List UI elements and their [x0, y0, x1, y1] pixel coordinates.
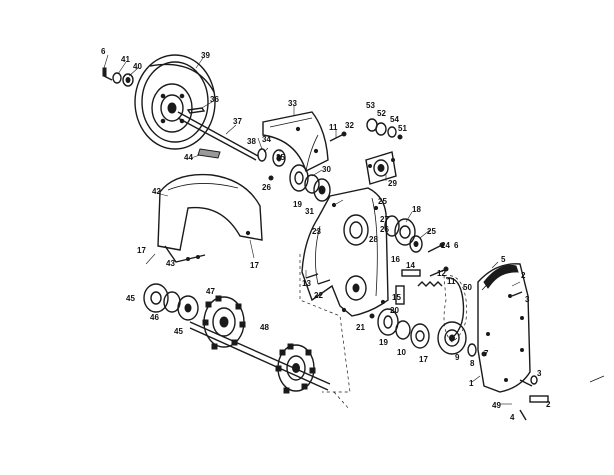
lower-sprocket: [437, 321, 467, 355]
label-28: 28: [369, 235, 378, 244]
label-36: 36: [210, 95, 219, 104]
label-20: 20: [390, 306, 399, 315]
lower-shaft-parts: [369, 308, 430, 349]
label-30: 30: [322, 165, 331, 174]
label-5: 5: [501, 255, 506, 264]
sprocket-hardware: [467, 343, 487, 357]
label-11-right: 11: [447, 277, 456, 286]
label-8: 8: [470, 359, 475, 368]
bearing-stack: [268, 164, 331, 202]
label-25-lower: 25: [427, 227, 436, 236]
label-18: 18: [412, 205, 421, 214]
label-49: 49: [492, 401, 501, 410]
lower-right-bolt: [519, 375, 605, 421]
label-11-top: 11: [329, 123, 338, 132]
label-21: 21: [356, 323, 365, 332]
label-4: 4: [510, 413, 515, 422]
front-drive-sprocket: [202, 295, 246, 350]
bearing-housing: [365, 151, 397, 185]
label-12: 12: [437, 269, 446, 278]
label-26-upper: 26: [262, 183, 271, 192]
label-26-lower: 26: [380, 225, 389, 234]
label-50: 50: [463, 283, 472, 292]
label-32: 32: [345, 121, 354, 130]
chaincase-cover: [477, 263, 531, 393]
belt-guard: [157, 173, 263, 251]
label-54: 54: [390, 115, 399, 124]
label-45-upper: 45: [126, 294, 135, 303]
label-10: 10: [397, 348, 406, 357]
flywheel-bolt-and-washers: [102, 67, 134, 87]
label-34: 34: [262, 135, 271, 144]
label-16: 16: [391, 255, 400, 264]
guard-bracket: [164, 245, 206, 263]
drive-shaft: [177, 107, 259, 161]
label-15: 15: [392, 293, 401, 302]
flywheel: [134, 54, 216, 150]
label-17-guard: 17: [250, 261, 259, 270]
label-53: 53: [366, 101, 375, 110]
label-29: 29: [388, 179, 397, 188]
upper-right-washers: [366, 118, 403, 140]
label-44: 44: [184, 153, 193, 162]
shield-cover: [262, 111, 329, 172]
label-3-upper: 3: [525, 295, 530, 304]
label-24: 24: [441, 241, 450, 250]
label-41: 41: [121, 55, 130, 64]
label-43: 43: [166, 259, 175, 268]
cover-bolts: [511, 291, 538, 387]
label-51: 51: [398, 124, 407, 133]
label-25-upper: 25: [378, 197, 387, 206]
drive-axle: [189, 321, 331, 391]
label-6: 6: [101, 47, 106, 56]
top-bolts: [329, 131, 347, 142]
left-bearing-flange: [143, 283, 199, 321]
label-31: 31: [305, 207, 314, 216]
label-9: 9: [455, 353, 460, 362]
label-35: 35: [276, 153, 285, 162]
rear-drive-sprocket: [275, 343, 316, 394]
label-7: 7: [484, 349, 489, 358]
label-23: 23: [312, 227, 321, 236]
leader-lines: [103, 54, 521, 405]
label-46: 46: [150, 313, 159, 322]
label-17-left: 17: [137, 246, 146, 255]
label-33: 33: [288, 99, 297, 108]
assembly-guide-lines: [299, 254, 351, 411]
label-40: 40: [133, 62, 142, 71]
label-14: 14: [406, 261, 415, 270]
label-27: 27: [380, 215, 389, 224]
label-42: 42: [152, 187, 161, 196]
part-labels: 6 41 40 39 36 37 33 11 32 53 52 54 51 38…: [101, 47, 551, 422]
label-1: 1: [469, 379, 474, 388]
label-19-lower: 19: [379, 338, 388, 347]
label-22: 22: [314, 291, 323, 300]
label-17-lower: 17: [419, 355, 428, 364]
label-2-upper: 2: [521, 271, 526, 280]
label-19-upper: 19: [293, 200, 302, 209]
label-48: 48: [260, 323, 269, 332]
housing-bearings: [384, 215, 445, 253]
label-52: 52: [377, 109, 386, 118]
label-2-lower: 2: [546, 400, 551, 409]
label-3-lower: 3: [537, 369, 542, 378]
label-38: 38: [247, 137, 256, 146]
label-47: 47: [206, 287, 215, 296]
label-13: 13: [302, 279, 311, 288]
chaincase-housing: [301, 187, 389, 317]
label-6-right: 6: [454, 241, 459, 250]
drive-chain: [443, 275, 468, 343]
label-37: 37: [233, 117, 242, 126]
label-45-lower: 45: [174, 327, 183, 336]
chain-tensioner: [305, 266, 449, 305]
label-39: 39: [201, 51, 210, 60]
